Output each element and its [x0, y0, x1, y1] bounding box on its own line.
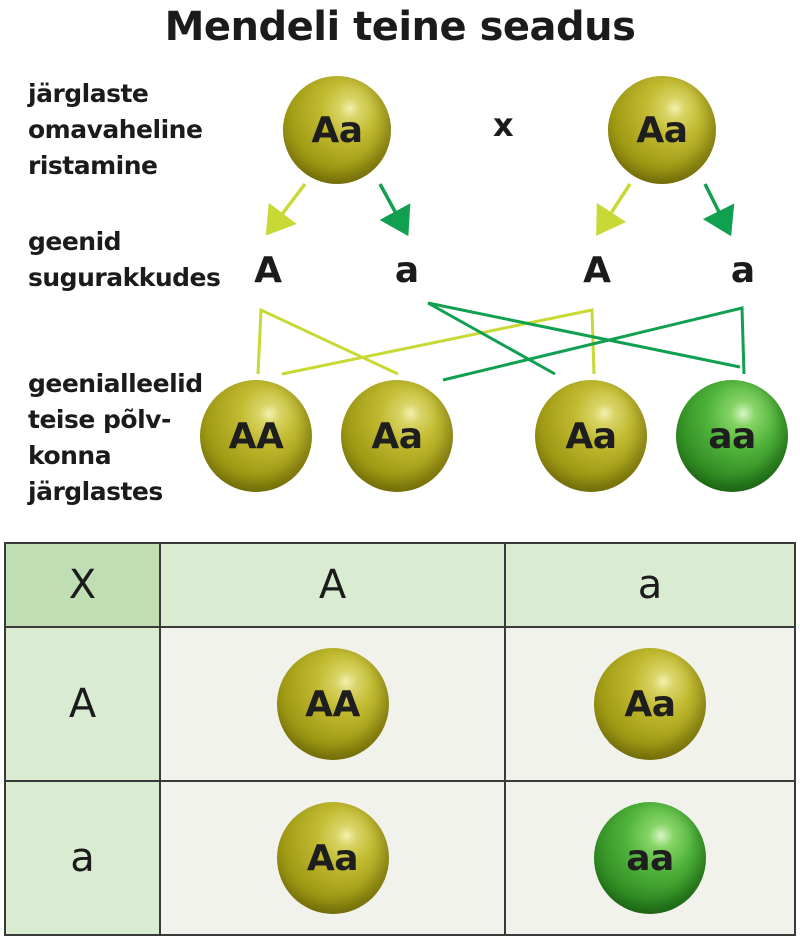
punnett-cell-Aa-top: Aa [504, 626, 796, 782]
offspring-pea-3: Aa [535, 380, 647, 492]
punnett-pea-AA: AA [276, 648, 389, 760]
gamete-a-1: a [394, 250, 420, 291]
offspring-genotype-2: Aa [371, 415, 423, 457]
arrow-left-parent-to-a [378, 183, 411, 237]
gamete-A-2: A [583, 250, 611, 291]
punnett-genotype-aa: aa [626, 837, 674, 879]
parent-pea-left: Aa [283, 76, 391, 184]
arrow-right-parent-to-A [596, 183, 632, 236]
label-parent-cross: järglaste omavaheline ristamine [28, 79, 203, 180]
punnett-genotype-Aa-top: Aa [624, 683, 676, 725]
offspring-pea-4: aa [676, 380, 788, 492]
line-a2-to-Aa-aa [442, 306, 746, 382]
punnett-square: X A a A AA Aa a Aa aa [4, 542, 796, 936]
parent-right-genotype: Aa [636, 109, 688, 151]
cross-symbol: x [493, 106, 514, 144]
punnett-genotype-AA: AA [305, 683, 360, 725]
offspring-genotype-4: aa [708, 415, 756, 457]
parent-pea-right: Aa [608, 76, 716, 184]
arrow-right-parent-to-a [702, 183, 735, 237]
punnett-row-header-A: A [4, 626, 161, 782]
punnett-genotype-Aa-bottom: Aa [306, 837, 359, 879]
line-A1-to-AA-Aa [256, 307, 399, 376]
label-offspring: geenialleelid teise põlv- konna järglast… [28, 369, 203, 506]
offspring-genotype-1: AA [228, 415, 284, 457]
line-a1-to-Aa-aa [427, 301, 741, 376]
punnett-cell-AA: AA [159, 626, 506, 782]
gamete-a-2: a [730, 250, 756, 291]
punnett-pea-Aa-bottom: Aa [276, 802, 389, 914]
page-title: Mendeli teine seadus [164, 4, 636, 50]
label-gametes: geenid sugurakkudes [28, 227, 221, 292]
arrow-left-parent-to-A [265, 182, 307, 236]
parent-left-genotype: Aa [311, 109, 363, 151]
punnett-col-header-a: a [504, 542, 796, 628]
offspring-genotype-3: Aa [565, 415, 617, 457]
punnett-pea-Aa-top: Aa [594, 648, 706, 760]
punnett-cell-Aa-bottom: Aa [159, 780, 506, 936]
punnett-cell-aa: aa [504, 780, 796, 936]
punnett-corner: X [4, 542, 161, 628]
punnett-col-header-A: A [159, 542, 506, 628]
cross-diagram-lines [256, 182, 746, 382]
line-A2-to-AA-Aa [281, 308, 596, 376]
punnett-pea-aa: aa [594, 802, 706, 914]
offspring-pea-2: Aa [341, 380, 453, 492]
gamete-A-1: A [254, 250, 282, 291]
punnett-row-header-a: a [4, 780, 161, 936]
offspring-pea-1: AA [200, 380, 312, 492]
